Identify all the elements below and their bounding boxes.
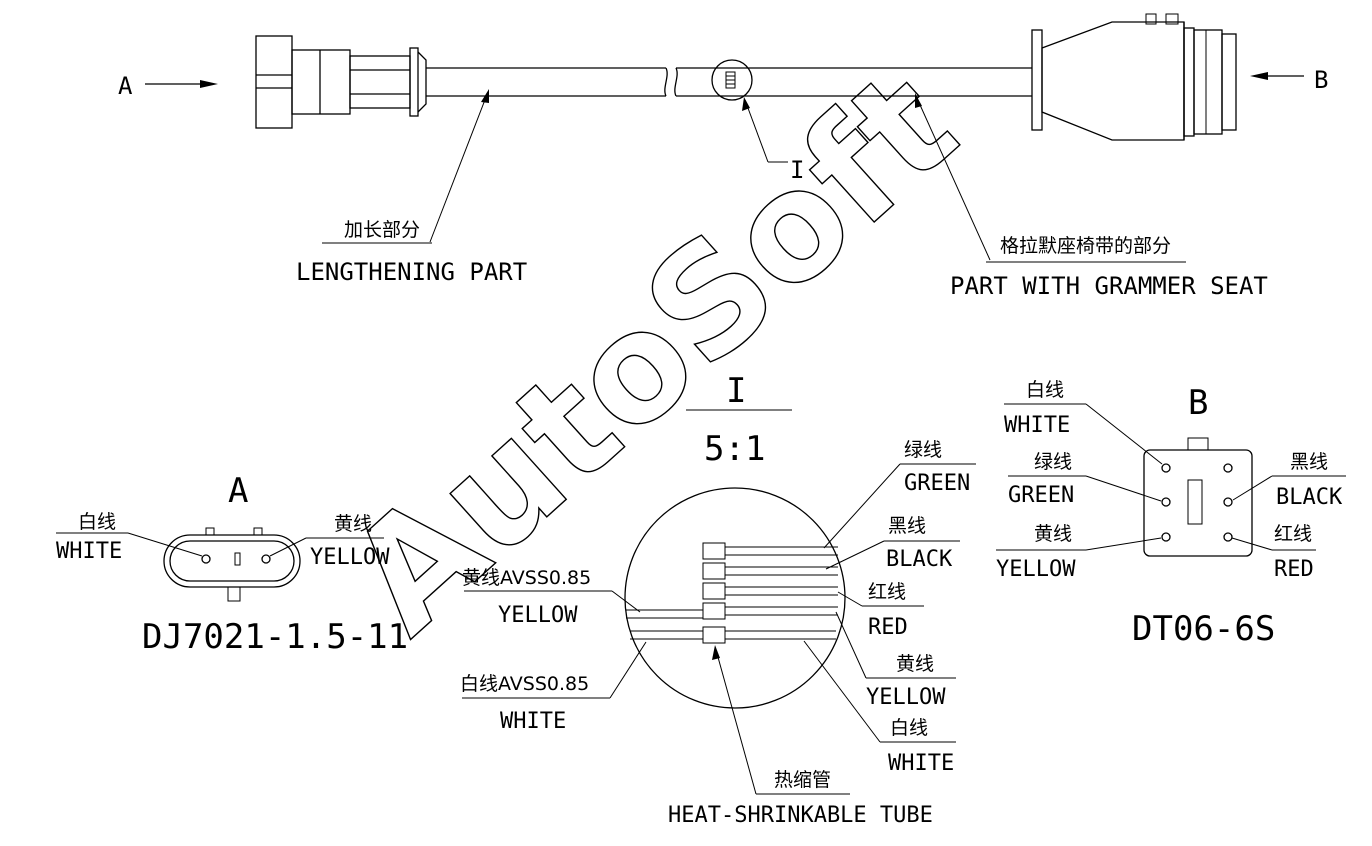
connector-b-body	[1143, 449, 1253, 557]
connector-b-cavity	[1161, 497, 1171, 507]
connector-a-face-view: A 白线 WHITE 黄线 YELLOW DJ7021-1.5-11	[56, 471, 408, 657]
connector-b-title: B	[1188, 383, 1208, 423]
detail-title: I	[726, 371, 746, 411]
view-a-arrow-label: A	[118, 72, 133, 100]
detail-left-lower-cn: 白线AVSS0.85	[460, 673, 589, 695]
detail-marker-label: I	[790, 156, 804, 184]
grammer-label-en: PART WITH GRAMMER SEAT	[950, 272, 1268, 300]
harness-side-view: A	[118, 13, 1328, 300]
connector-b-r1-en: BLACK	[1276, 485, 1343, 510]
connector-a-part-number: DJ7021-1.5-11	[142, 617, 408, 657]
connector-b-l3-cn: 黄线	[1034, 523, 1072, 545]
plug-connector-a	[255, 35, 427, 129]
detail-r4-en: YELLOW	[866, 685, 946, 710]
connector-a-pin-left	[201, 554, 211, 564]
detail-left-upper-en: YELLOW	[498, 603, 578, 628]
connector-b-part-number: DT06-6S	[1132, 609, 1275, 649]
detail-circle-marker	[711, 59, 753, 101]
connector-b-l1-en: WHITE	[1004, 413, 1070, 438]
detail-circle	[624, 487, 846, 709]
harness-cable	[426, 59, 1032, 101]
connector-b-cavity	[1223, 497, 1233, 507]
detail-r3-en: RED	[868, 615, 908, 640]
detail-r2-cn: 黑线	[888, 515, 926, 537]
connector-a-left-pin-en: WHITE	[56, 539, 122, 564]
view-b-arrowhead	[1250, 72, 1268, 80]
detail-r1-en: GREEN	[904, 471, 970, 496]
connector-b-face-view: B 白线 WHITE 绿线 GREEN 黄线 YELLOW 黑线 BLACK 红…	[996, 379, 1346, 649]
connector-b-cavity	[1161, 532, 1171, 542]
connector-b-l2-en: GREEN	[1008, 483, 1074, 508]
detail-tube-cn: 热缩管	[774, 769, 831, 791]
detail-left-lower-en: WHITE	[500, 709, 566, 734]
detail-tube-en: HEAT-SHRINKABLE TUBE	[668, 803, 933, 828]
detail-r5-en: WHITE	[888, 751, 954, 776]
detail-scale: 5:1	[704, 429, 765, 469]
connector-b-r1-cn: 黑线	[1290, 451, 1328, 473]
detail-left-upper-cn: 黄线AVSS0.85	[462, 567, 591, 589]
connector-a-right-pin-en: YELLOW	[310, 545, 390, 570]
detail-r5-cn: 白线	[890, 717, 928, 739]
watermark: AutoSoft	[318, 38, 989, 666]
detail-r1-cn: 绿线	[904, 439, 942, 461]
detail-leader-line	[744, 99, 769, 163]
connector-a-right-pin-cn: 黄线	[334, 513, 372, 535]
connector-b-cavity	[1223, 463, 1233, 473]
connector-a-body	[163, 534, 301, 588]
connector-b-cavity	[1161, 463, 1171, 473]
connector-a-left-pin-cn: 白线	[78, 511, 116, 533]
detail-i-view: I 5:1 黄线AVSS0.85	[460, 371, 976, 828]
lengthening-label-cn: 加长部分	[344, 219, 420, 241]
connector-b-l2-cn: 绿线	[1034, 451, 1072, 473]
view-b-arrow-label: B	[1314, 66, 1328, 94]
detail-r4-cn: 黄线	[896, 653, 934, 675]
detail-r3-cn: 红线	[868, 581, 906, 603]
connector-a-title: A	[228, 471, 248, 511]
connector-b-cavity	[1223, 532, 1233, 542]
connector-b-key	[1187, 479, 1203, 525]
lengthening-label-en: LENGTHENING PART	[296, 258, 527, 286]
view-a-arrowhead	[200, 80, 218, 88]
connector-b-r2-en: RED	[1274, 557, 1314, 582]
connector-a-pin-right	[261, 554, 271, 564]
connector-b-r2-cn: 红线	[1274, 523, 1312, 545]
lengthening-leader	[429, 91, 489, 243]
wire-bundle	[626, 542, 838, 644]
detail-r2-en: BLACK	[886, 547, 953, 572]
grammer-leader	[915, 95, 991, 261]
plug-connector-b	[1031, 13, 1237, 141]
connector-b-l3-en: YELLOW	[996, 557, 1076, 582]
connector-b-l1-cn: 白线	[1026, 379, 1064, 401]
grammer-label-cn: 格拉默座椅带的部分	[1000, 235, 1171, 257]
